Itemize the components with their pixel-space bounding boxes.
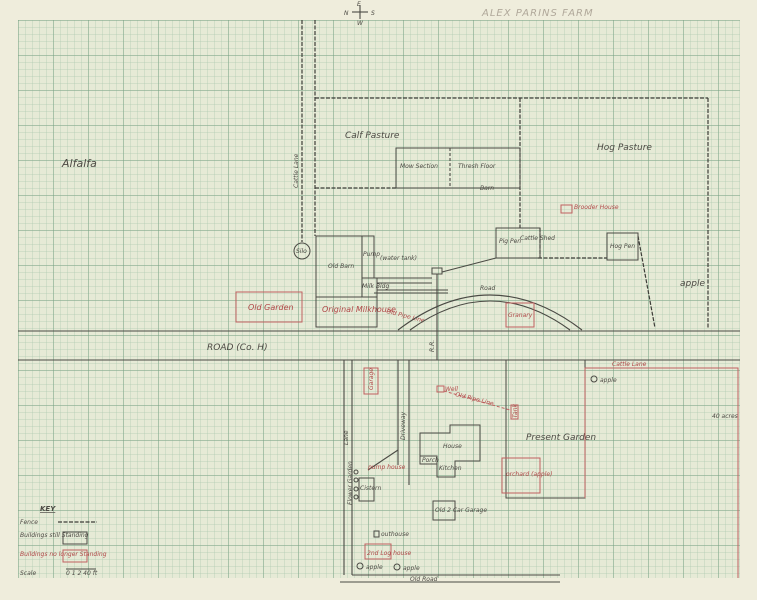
- tank-label: Tank: [512, 403, 519, 418]
- forty-acres-label: 40 acres: [712, 413, 738, 420]
- apple-tree-lane: [590, 375, 598, 383]
- road-label: ROAD (Co. H): [207, 343, 268, 353]
- apple-1-label: apple: [366, 564, 383, 571]
- cistern: [358, 477, 375, 502]
- old-garden: [235, 291, 303, 323]
- pump-label: Pump: [363, 251, 380, 258]
- old-barn-label: Old Barn: [328, 263, 354, 270]
- key-scale-label: Scale: [20, 570, 36, 577]
- hog-pen: [606, 232, 639, 261]
- key-title: KEY: [40, 505, 56, 513]
- pig-pen: [495, 227, 541, 259]
- apple-tree-2: [393, 563, 401, 571]
- map-title: ALEX PARINS FARM: [481, 8, 594, 19]
- old-garage-label: Old 2 Car Garage: [435, 507, 487, 514]
- orchard: [501, 457, 541, 494]
- present-garden-label: Present Garden: [526, 433, 596, 443]
- house-label: House: [443, 443, 462, 450]
- brooder-house-label: Brooder House: [574, 204, 619, 211]
- cistern-label: Cistern: [360, 485, 381, 492]
- compass-s: S: [371, 10, 375, 17]
- old-road-label: Old Road: [410, 576, 438, 583]
- silo: [293, 242, 311, 260]
- road-curve-label: Road: [480, 285, 496, 292]
- well: [436, 385, 445, 393]
- fences-north: [301, 20, 709, 329]
- mow-section-label: Mow Section: [400, 163, 438, 170]
- old-pipe-line-label-1: Old Pipe Line: [386, 308, 426, 324]
- cattle-shed-label: Cattle Shed: [520, 235, 555, 242]
- orchard-label: orchard (apple): [506, 471, 552, 478]
- garage-label: Garage: [368, 368, 375, 390]
- key-fence-label: Fence: [20, 519, 38, 526]
- thresh-floor-label: Thresh Floor: [458, 163, 496, 170]
- brooder-house: [560, 204, 573, 214]
- graph-paper-grid: [18, 20, 740, 578]
- granary-label: Granary: [508, 312, 533, 319]
- apple-lane-label: apple: [600, 377, 617, 384]
- granary: [505, 302, 535, 328]
- compass-e: E: [357, 1, 361, 8]
- barn-dim-label: Barn: [480, 185, 494, 192]
- hog-pasture-label: Hog Pasture: [597, 143, 652, 153]
- outhouse: [373, 530, 380, 538]
- map-key: KEY Fence Buildings still Standing Build…: [20, 505, 107, 577]
- milk-bldg-label: Milk Bldg: [362, 283, 389, 290]
- well-north: [431, 267, 443, 275]
- kitchen-label: Kitchen: [439, 465, 462, 472]
- water-tank-label: (water tank): [380, 255, 417, 262]
- cattle-lane-south: [584, 367, 739, 578]
- pig-pen-label: Pig Pen: [499, 238, 521, 245]
- apple-2-label: apple: [403, 565, 420, 572]
- tank: [510, 404, 519, 420]
- lane-label: Lane: [343, 430, 350, 445]
- original-milkhouse: [315, 296, 378, 328]
- old-pipe-line-label-2: Old Pipe Line: [455, 391, 495, 407]
- driveway-label: Driveway: [400, 411, 407, 440]
- calf-pasture-label: Calf Pasture: [345, 131, 400, 141]
- hog-pen-label: Hog Pen: [610, 243, 635, 250]
- barn-building: [395, 147, 521, 189]
- key-scale-units: 0 1 2 40 ft: [66, 570, 98, 577]
- apple-ne-label: apple: [680, 279, 705, 289]
- key-standing-label: Buildings still Standing: [20, 532, 89, 539]
- garage: [363, 367, 379, 395]
- outhouse-label: outhouse: [381, 531, 409, 538]
- flower-garden-label: Flower Garden: [347, 461, 354, 505]
- pump-house-label: pump house: [367, 464, 406, 471]
- log-house: [364, 543, 392, 560]
- porch-label: Porch: [422, 457, 439, 464]
- well-label: Well: [445, 386, 458, 393]
- cattle-lane-north-label: Cattle Lane: [293, 153, 300, 188]
- railroad-label: R.R.: [429, 340, 436, 352]
- apple-tree-1: [356, 562, 364, 570]
- old-garden-label: Old Garden: [248, 303, 294, 312]
- flower-garden: [353, 469, 359, 500]
- cattle-lane-south-label: Cattle Lane: [612, 361, 647, 368]
- old-garage: [432, 500, 456, 521]
- original-milkhouse-label: Original Milkhouse: [322, 305, 396, 314]
- log-house-label: 2nd Log house: [367, 550, 411, 557]
- compass-rose: N E S W: [344, 1, 375, 27]
- silo-label: Silo: [296, 248, 307, 255]
- alfalfa-label: Alfalfa: [61, 157, 97, 170]
- compass-w: W: [357, 20, 364, 27]
- compass-n: N: [344, 10, 349, 17]
